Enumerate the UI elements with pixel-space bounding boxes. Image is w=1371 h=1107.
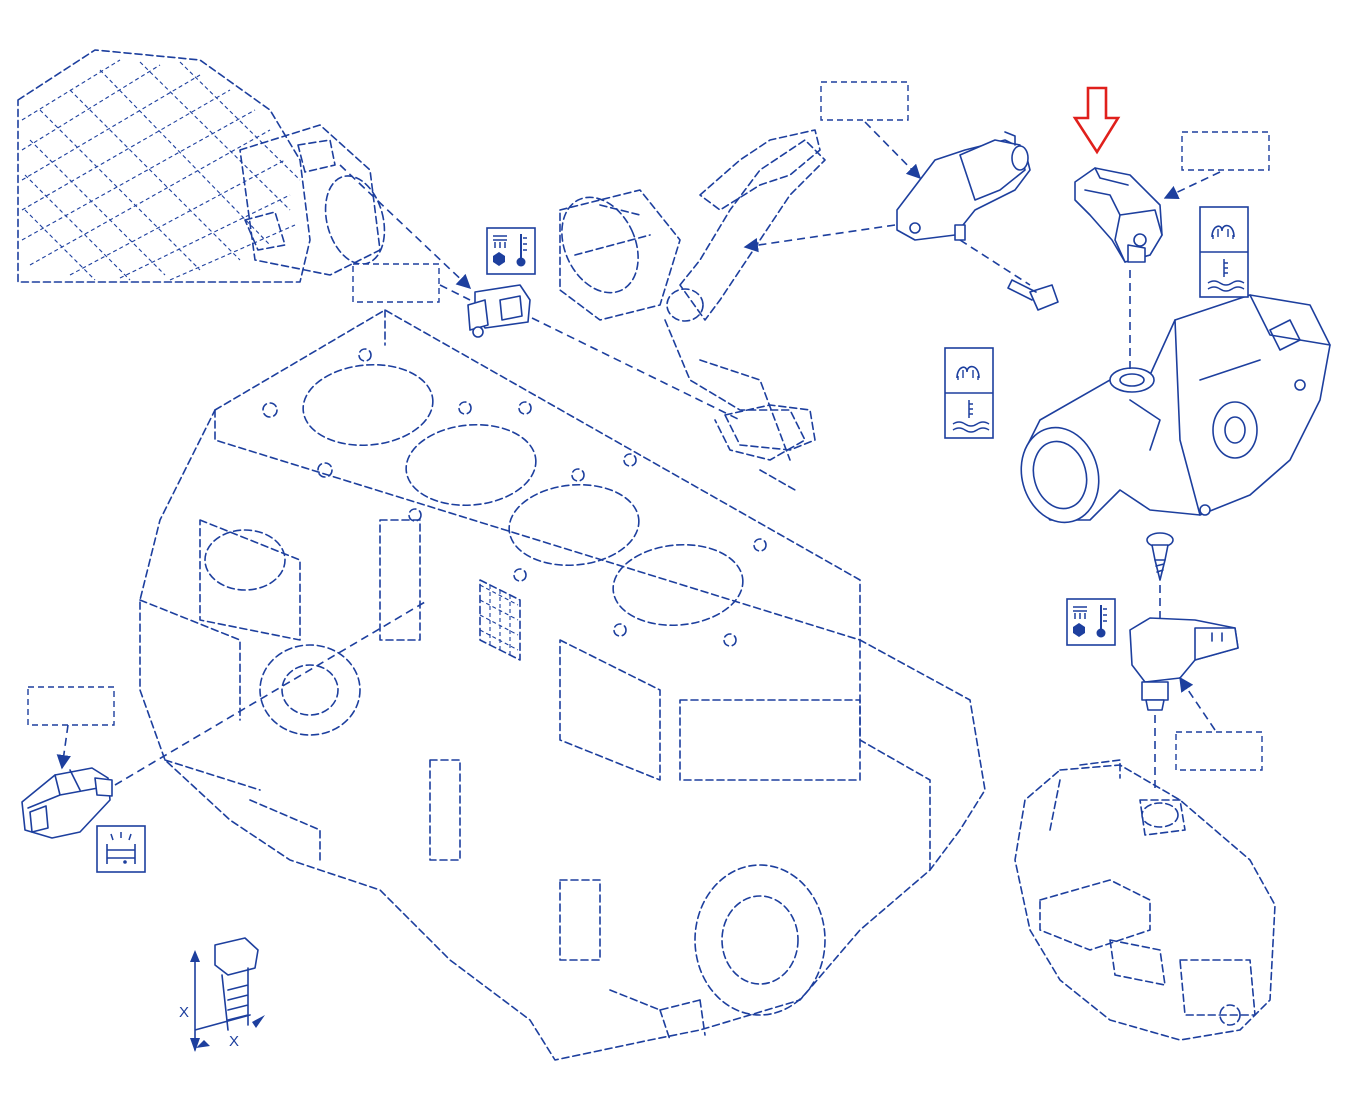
knock-sensor-part (21, 767, 113, 839)
reference-box-5 (27, 686, 115, 726)
knock-sensor-symbol-icon (96, 825, 146, 873)
reference-box-1 (352, 263, 440, 303)
reference-box-2 (820, 81, 909, 121)
screw-part (1146, 532, 1174, 581)
highlighted-pressure-sensor-part (1074, 167, 1163, 263)
dimension-label-x-vertical: X (179, 1004, 189, 1021)
pump-housing (1014, 759, 1276, 1041)
oil-coolant-temperature-symbol-icon (486, 227, 536, 275)
red-highlight-arrow-icon (1072, 86, 1121, 155)
turbo-coolant-symbol-icon (1199, 206, 1249, 298)
temperature-pressure-sensor-part (1129, 617, 1239, 711)
intake-manifold (17, 49, 386, 283)
bolt-dimension-detail: X X (179, 937, 265, 1052)
dimension-label-x-horizontal: X (229, 1033, 239, 1050)
bolt-part (1007, 279, 1059, 311)
reference-boxes (27, 81, 1270, 771)
leader-lines (56, 121, 1221, 790)
temperature-sensor-part (467, 284, 531, 338)
boost-pressure-sensor-part (896, 131, 1031, 241)
valve-actuator-assembly (1020, 294, 1331, 524)
engine-block (139, 309, 986, 1061)
reference-box-3 (1181, 131, 1270, 171)
oil-coolant-temperature-symbol-icon (1066, 598, 1116, 646)
throttle-body-hose (559, 129, 826, 491)
turbo-coolant-symbol-icon (944, 347, 994, 439)
reference-box-4 (1175, 731, 1263, 771)
